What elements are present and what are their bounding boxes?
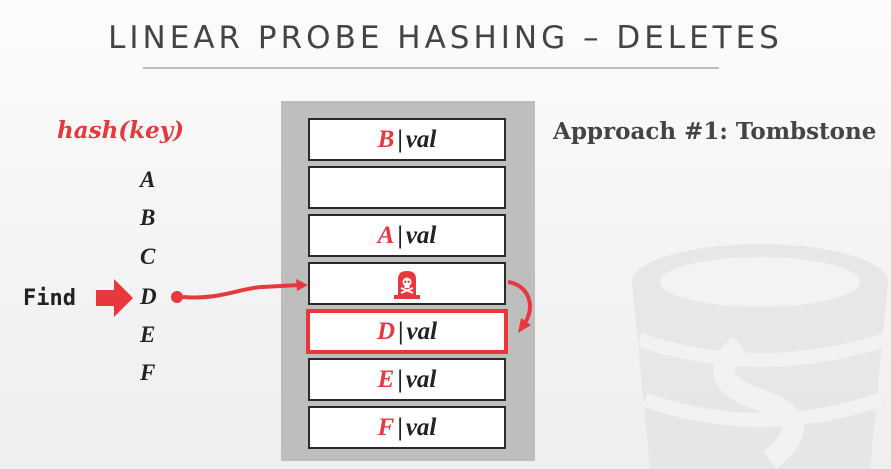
slide-title: LINEAR PROBE HASHING – DELETES bbox=[108, 20, 783, 56]
slot-value: val bbox=[405, 125, 437, 153]
title-divider bbox=[143, 67, 719, 69]
slot-key: A bbox=[377, 221, 395, 249]
slot-value: val bbox=[405, 413, 437, 441]
table-slot-3-tombstone bbox=[308, 262, 506, 305]
approach-heading: Approach #1: Tombstone bbox=[553, 118, 877, 145]
table-slot-2: A|val bbox=[308, 214, 506, 257]
slot-value: val bbox=[406, 317, 438, 345]
slot-key: F bbox=[377, 413, 395, 441]
key-c: C bbox=[140, 244, 156, 269]
key-d-dot bbox=[171, 291, 183, 303]
key-a: A bbox=[140, 167, 156, 192]
slot-value: val bbox=[405, 221, 437, 249]
right-arrow-icon bbox=[96, 279, 133, 317]
slot-value: val bbox=[405, 365, 437, 393]
probe-arrow bbox=[507, 280, 532, 325]
table-slot-5: E|val bbox=[308, 358, 506, 401]
slot-separator: | bbox=[397, 413, 403, 441]
slot-separator: | bbox=[397, 365, 403, 393]
hash-function-label: hash(key) bbox=[57, 117, 184, 144]
slot-key: E bbox=[377, 365, 395, 393]
slot-separator: | bbox=[398, 317, 404, 345]
key-f: F bbox=[140, 360, 156, 385]
slot-separator: | bbox=[397, 125, 403, 153]
key-d: D bbox=[140, 284, 157, 309]
table-slot-4-found: D|val bbox=[306, 309, 508, 354]
find-operation-label: Find bbox=[23, 286, 76, 311]
slot-key: B bbox=[377, 125, 395, 153]
table-slot-1-empty bbox=[308, 166, 506, 209]
hash-arrow bbox=[182, 283, 301, 300]
probe-arrowhead bbox=[518, 318, 531, 333]
table-slot-6: F|val bbox=[308, 406, 506, 449]
slot-separator: | bbox=[397, 221, 403, 249]
hash-arrowhead bbox=[296, 279, 308, 291]
slot-key: D bbox=[376, 317, 395, 345]
key-b: B bbox=[140, 205, 156, 230]
table-slot-0: B|val bbox=[308, 118, 506, 161]
key-e: E bbox=[140, 322, 156, 347]
tombstone-icon bbox=[394, 270, 420, 299]
